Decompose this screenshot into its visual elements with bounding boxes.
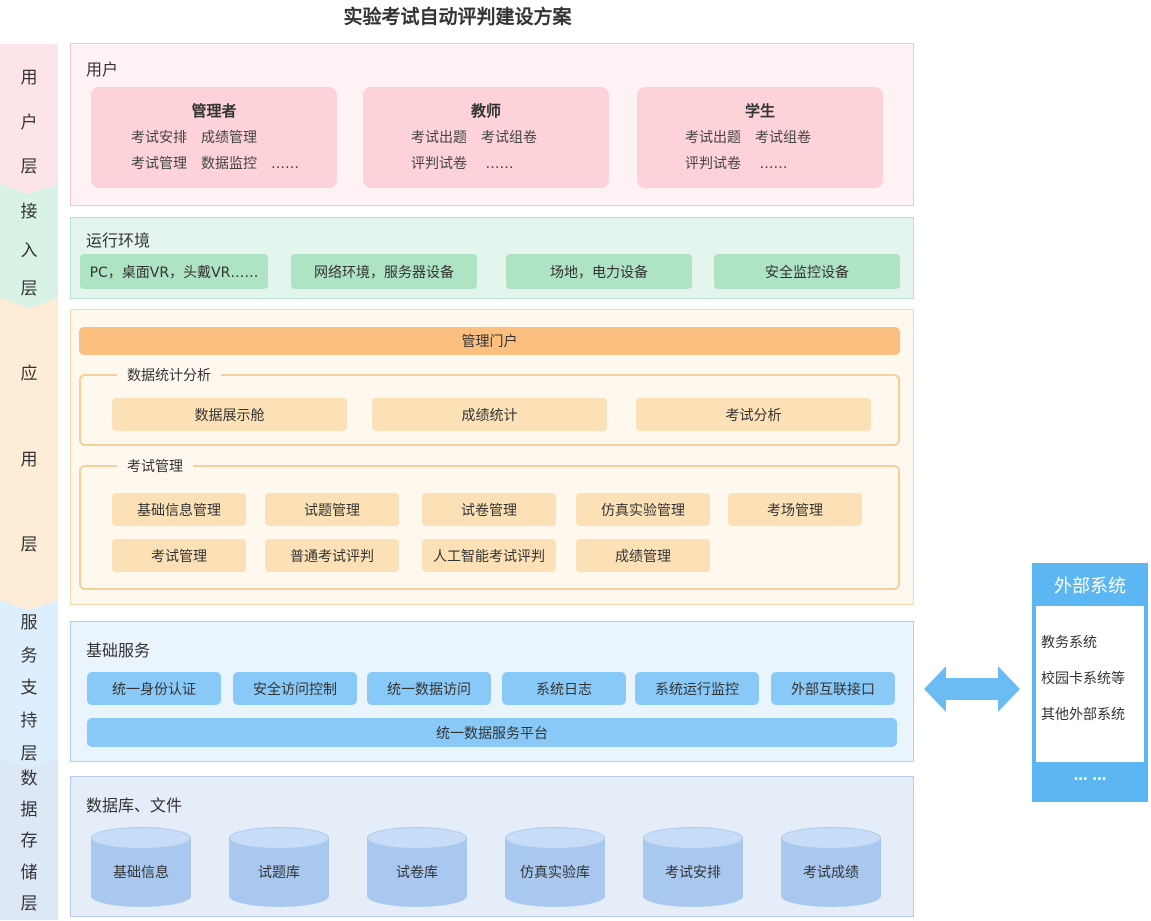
stats-item: 数据展示舱 (112, 398, 347, 431)
layer-char: 应 (20, 363, 38, 384)
exam-item: 考试管理 (112, 539, 246, 572)
layer-char: 数 (20, 769, 38, 790)
service-panel-title: 基础服务 (86, 641, 151, 660)
layer-char: 储 (20, 862, 38, 883)
user-layer-panel: 用户 管理者 考试安排 成绩管理 考试管理 数据监控 …… 教师 考试出题 考试… (70, 43, 914, 206)
access-panel-title: 运行环境 (86, 231, 151, 250)
layer-char: 务 (20, 645, 38, 666)
user-card-line: 考试出题 考试组卷 (685, 130, 811, 146)
external-system-item: 其他外部系统 (1041, 707, 1125, 723)
user-card-line: 评判试卷 …… (411, 156, 514, 172)
layer-char: 据 (20, 800, 38, 821)
exam-item: 成绩管理 (576, 539, 710, 572)
exam-group-title: 考试管理 (117, 456, 193, 476)
exam-item: 试题管理 (265, 493, 399, 526)
exam-item: 基础信息管理 (112, 493, 246, 526)
database-label: 考试安排 (665, 865, 721, 881)
layer-char: 层 (20, 278, 38, 299)
user-card-admin: 管理者 考试安排 成绩管理 考试管理 数据监控 …… (91, 87, 337, 188)
user-card-line: 考试管理 数据监控 …… (131, 156, 299, 172)
external-system-list: 教务系统 校园卡系统等 其他外部系统 (1036, 606, 1144, 762)
service-item: 统一身份认证 (87, 672, 221, 705)
layer-char: 存 (20, 831, 38, 852)
data-layer-panel: 数据库、文件 基础信息 试题库 试卷库 仿真实验库 考试安排 考试成绩 (70, 776, 914, 917)
external-more-ellipsis: … … (1073, 768, 1107, 784)
database-cylinder: 试卷库 (367, 827, 467, 907)
user-card-title: 学生 (744, 102, 775, 120)
exam-item: 仿真实验管理 (576, 493, 710, 526)
exam-management-group: 考试管理 基础信息管理 试题管理 试卷管理 仿真实验管理 考场管理 考试管理 普… (79, 456, 900, 590)
exam-item: 考场管理 (728, 493, 862, 526)
external-system-title: 外部系统 (1054, 575, 1126, 597)
user-card-line: 评判试卷 …… (685, 156, 788, 172)
exam-item: 试卷管理 (422, 493, 556, 526)
service-layer-panel: 基础服务 统一身份认证 安全访问控制 统一数据访问 系统日志 系统运行监控 外部… (70, 621, 914, 762)
database-cylinder: 试题库 (229, 827, 329, 907)
user-card-teacher: 教师 考试出题 考试组卷 评判试卷 …… (363, 87, 609, 188)
layer-char: 支 (20, 678, 38, 699)
layer-char: 入 (20, 240, 38, 261)
access-item: 场地，电力设备 (506, 254, 692, 289)
database-label: 仿真实验库 (520, 865, 590, 881)
double-arrow-icon (924, 666, 1020, 712)
external-system-item: 教务系统 (1041, 635, 1097, 651)
data-panel-title: 数据库、文件 (86, 796, 183, 815)
stats-group: 数据统计分析 数据展示舱 成绩统计 考试分析 (79, 365, 900, 446)
layer-char: 持 (20, 711, 38, 732)
layer-char: 户 (20, 112, 38, 133)
access-item: 安全监控设备 (714, 254, 900, 289)
stats-item: 考试分析 (636, 398, 871, 431)
layer-label-service: 服 务 支 持 层 (0, 600, 58, 772)
service-item: 系统日志 (502, 672, 626, 705)
user-card-line: 考试出题 考试组卷 (411, 130, 537, 146)
layer-label-data: 数 据 存 储 层 (0, 758, 58, 920)
stats-item: 成绩统计 (372, 398, 607, 431)
layer-label-app: 应 用 层 (0, 298, 58, 616)
user-card-student: 学生 考试出题 考试组卷 评判试卷 …… (637, 87, 883, 188)
user-panel-title: 用户 (86, 60, 119, 79)
service-item: 统一数据访问 (367, 672, 491, 705)
user-card-title: 教师 (470, 102, 501, 120)
database-cylinder: 考试成绩 (781, 827, 881, 907)
layer-char: 接 (20, 202, 38, 223)
service-item: 外部互联接口 (771, 672, 895, 705)
access-item: 网络环境，服务器设备 (291, 254, 477, 289)
database-cylinder: 仿真实验库 (505, 827, 605, 907)
database-label: 试题库 (258, 865, 300, 881)
layer-label-user: 用 户 层 (0, 44, 58, 196)
database-label: 试卷库 (396, 865, 438, 881)
service-item: 系统运行监控 (635, 672, 759, 705)
layer-char: 用 (20, 449, 38, 470)
layer-char: 用 (20, 68, 38, 89)
access-layer-panel: 运行环境 PC，桌面VR，头戴VR…… 网络环境，服务器设备 场地，电力设备 安… (70, 217, 914, 299)
user-card-line: 考试安排 成绩管理 (131, 130, 257, 146)
exam-item: 普通考试评判 (265, 539, 399, 572)
database-label: 考试成绩 (803, 865, 859, 881)
stats-group-title: 数据统计分析 (117, 365, 221, 385)
exam-item: 人工智能考试评判 (422, 539, 556, 572)
access-item: PC，桌面VR，头戴VR…… (80, 254, 268, 289)
external-system-item: 校园卡系统等 (1041, 671, 1125, 687)
database-cylinder: 考试安排 (643, 827, 743, 907)
layer-label-access: 接 入 层 (0, 184, 58, 312)
layer-char: 层 (20, 893, 38, 914)
layer-char: 层 (20, 744, 38, 765)
layer-char: 服 (20, 612, 38, 633)
user-card-title: 管理者 (191, 102, 237, 120)
management-portal-bar: 管理门户 (79, 327, 900, 355)
diagram-title: 实验考试自动评判建设方案 (343, 6, 572, 28)
external-system-box: 外部系统 教务系统 校园卡系统等 其他外部系统 … … (1032, 563, 1148, 802)
database-cylinder: 基础信息 (91, 827, 191, 907)
app-layer-panel: 管理门户 数据统计分析 数据展示舱 成绩统计 考试分析 考试管理 基础信息管理 … (70, 309, 914, 605)
layer-char: 层 (20, 535, 38, 556)
data-service-platform-bar: 统一数据服务平台 (87, 718, 897, 747)
layer-char: 层 (20, 156, 38, 177)
service-item: 安全访问控制 (233, 672, 357, 705)
database-label: 基础信息 (113, 865, 169, 881)
